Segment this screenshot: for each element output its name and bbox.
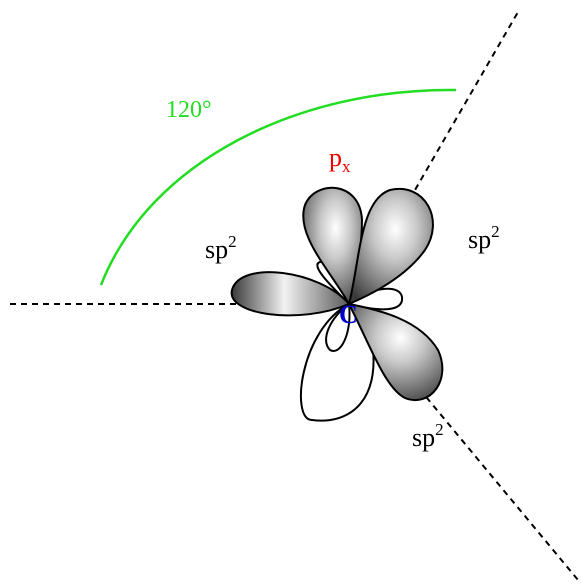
hybrid-label-base: sp [412,423,435,452]
angle-label: 120° [166,97,212,123]
orbital-label-subscript: x [342,157,351,176]
carbon-atom-label: C [339,300,358,329]
hybrid-label-base: sp [205,235,228,264]
hybrid-label-left: sp2 [205,232,237,264]
hybrid-label-superscript: 2 [435,420,444,439]
hybrid-label-superscript: 2 [228,232,237,251]
hybrid-label-upper-right: sp2 [468,222,500,254]
hybrid-label-base: sp [468,225,491,254]
orbital-label-px: px [329,143,351,176]
hybrid-label-lower-right: sp2 [412,420,444,452]
orbital-label-base: p [329,143,342,172]
lobe-px-right [349,189,433,304]
hybrid-label-superscript: 2 [491,222,500,241]
